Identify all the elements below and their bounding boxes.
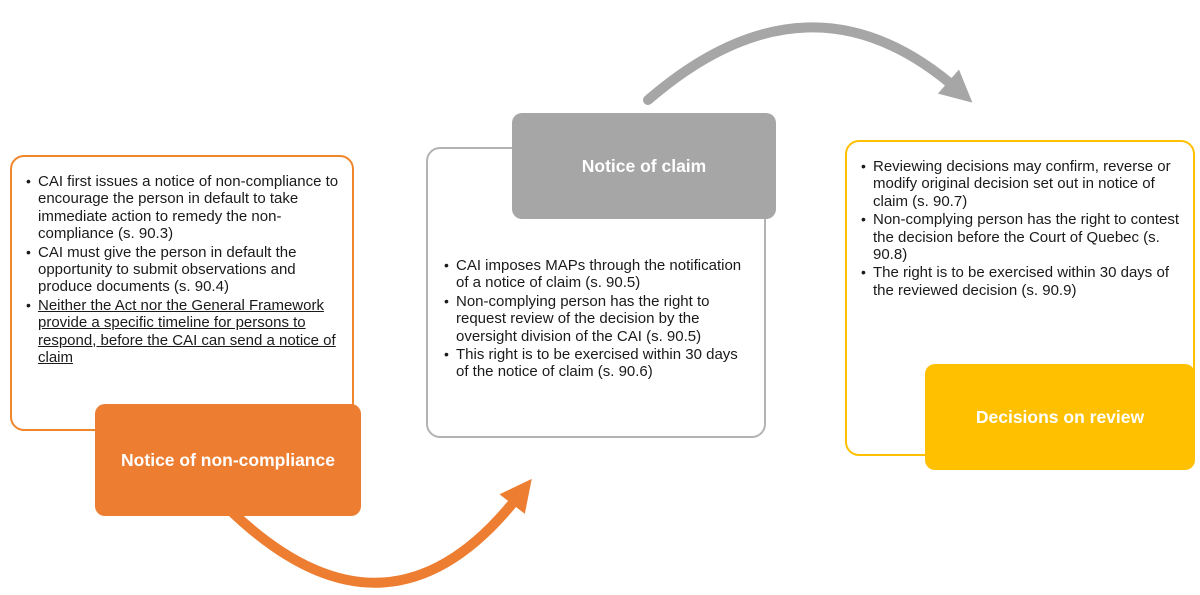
bullet-dot: •: [444, 257, 449, 273]
bullet-dot: •: [444, 345, 449, 362]
bullet-dot: •: [26, 173, 31, 189]
bullet-text: Non-complying person has the right to co…: [873, 211, 1179, 263]
bullet-list: • CAI first issues a notice of non-compl…: [26, 173, 340, 366]
bullet-text: CAI must give the person in default the …: [38, 243, 297, 296]
bullet-text: This right is to be exercised within 30 …: [456, 345, 738, 381]
list-item: • CAI imposes MAPs through the notificat…: [444, 257, 752, 292]
bullet-text: The right is to be exercised within 30 d…: [873, 264, 1169, 299]
list-item: • Neither the Act nor the General Framew…: [26, 297, 340, 367]
bullet-list: • Reviewing decisions may confirm, rever…: [861, 158, 1181, 299]
bullet-text: Reviewing decisions may confirm, reverse…: [873, 158, 1171, 210]
label-notice-of-claim: Notice of claim: [512, 113, 776, 219]
label-decisions-on-review: Decisions on review: [925, 364, 1195, 470]
bullet-dot: •: [861, 264, 866, 281]
gray-flow-arrow: [643, 22, 973, 105]
bullet-text: Neither the Act nor the General Framewor…: [38, 296, 336, 366]
bullet-text: Non-complying person has the right to re…: [456, 292, 710, 345]
bullet-dot: •: [26, 296, 31, 313]
list-item: • This right is to be exercised within 3…: [444, 346, 752, 381]
list-item: • Reviewing decisions may confirm, rever…: [861, 158, 1181, 210]
list-item: • CAI must give the person in default th…: [26, 244, 340, 296]
bullet-text: CAI imposes MAPs through the notificatio…: [456, 257, 742, 292]
bullet-dot: •: [26, 243, 31, 260]
bullet-dot: •: [444, 292, 449, 309]
orange-flow-arrow: [227, 478, 532, 588]
bullet-list: • CAI imposes MAPs through the notificat…: [444, 257, 752, 381]
panel-notice-of-non-compliance: • CAI first issues a notice of non-compl…: [10, 155, 354, 431]
list-item: • The right is to be exercised within 30…: [861, 264, 1181, 299]
list-item: • Non-complying person has the right to …: [444, 293, 752, 345]
bullet-text: CAI first issues a notice of non-complia…: [38, 173, 339, 243]
list-item: • CAI first issues a notice of non-compl…: [26, 173, 340, 243]
bullet-dot: •: [861, 158, 866, 174]
list-item: • Non-complying person has the right to …: [861, 211, 1181, 263]
bullet-dot: •: [861, 211, 866, 228]
label-notice-of-non-compliance: Notice of non-compliance: [95, 404, 361, 516]
